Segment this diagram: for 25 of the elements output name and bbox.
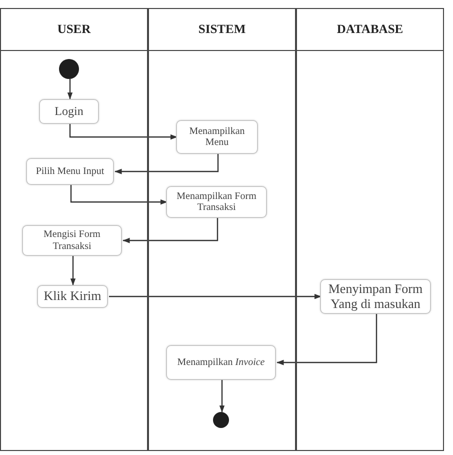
swimlane <box>0 8 148 451</box>
arrow <box>114 154 219 174</box>
arrow <box>276 314 378 366</box>
arrow <box>219 380 225 412</box>
arrow <box>69 124 178 140</box>
lane-title: USER <box>1 9 147 51</box>
action-box: Pilih Menu Input <box>26 158 114 185</box>
arrow <box>67 79 73 100</box>
action-box: Menampilkan Invoice <box>166 345 276 380</box>
swimlane <box>148 8 296 451</box>
action-box: Menampilkan Menu <box>176 120 258 154</box>
arrow <box>122 218 218 244</box>
swimlane <box>296 8 444 451</box>
action-box: Menyimpan Form Yang di masukan <box>320 279 431 314</box>
lane-title: SISTEM <box>149 9 295 51</box>
arrow <box>70 256 76 286</box>
arrow <box>109 294 322 300</box>
action-box: Mengisi Form Transaksi <box>22 225 122 256</box>
state-dot <box>213 412 229 428</box>
lane-title: DATABASE <box>297 9 443 51</box>
arrow <box>70 185 168 205</box>
action-box: Login <box>39 99 99 124</box>
action-box: Menampilkan Form Transaksi <box>166 186 267 218</box>
state-dot <box>59 59 79 79</box>
action-box: Klik Kirim <box>37 285 108 308</box>
